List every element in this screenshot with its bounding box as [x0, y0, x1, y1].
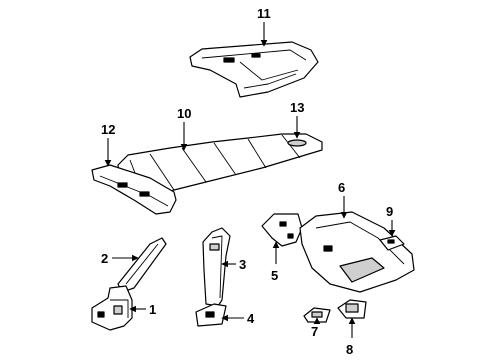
callout-2: 2	[101, 251, 108, 266]
leader-lines	[104, 22, 396, 338]
part-4-pillar-bracket	[195, 303, 227, 327]
part-11-headliner-rear	[189, 41, 319, 98]
callout-10: 10	[177, 106, 191, 121]
callout-1: 1	[149, 302, 156, 317]
part-12-front-header	[91, 164, 177, 215]
part-9-clip	[379, 235, 405, 251]
callout-labels: 11 10 13 12 2 1 3 4 5 6 9 7 8	[101, 6, 393, 357]
part-7-lamp-housing	[303, 307, 331, 323]
part-8-lamp-lens	[337, 299, 367, 319]
callout-7: 7	[311, 324, 318, 339]
part-1-lower-bracket	[91, 285, 133, 331]
callout-3: 3	[239, 257, 246, 272]
callout-12: 12	[101, 122, 115, 137]
part-2-pillar-trim	[117, 237, 167, 293]
part-3-center-pillar	[202, 227, 231, 307]
callout-5: 5	[271, 268, 278, 283]
callout-6: 6	[338, 180, 345, 195]
callout-13: 13	[290, 100, 304, 115]
part-5-quarter-trim	[261, 213, 303, 247]
callout-11: 11	[257, 6, 271, 21]
part-6-rear-panel	[299, 211, 415, 293]
callout-9: 9	[386, 204, 393, 219]
callout-8: 8	[346, 342, 353, 357]
callout-4: 4	[247, 311, 255, 326]
